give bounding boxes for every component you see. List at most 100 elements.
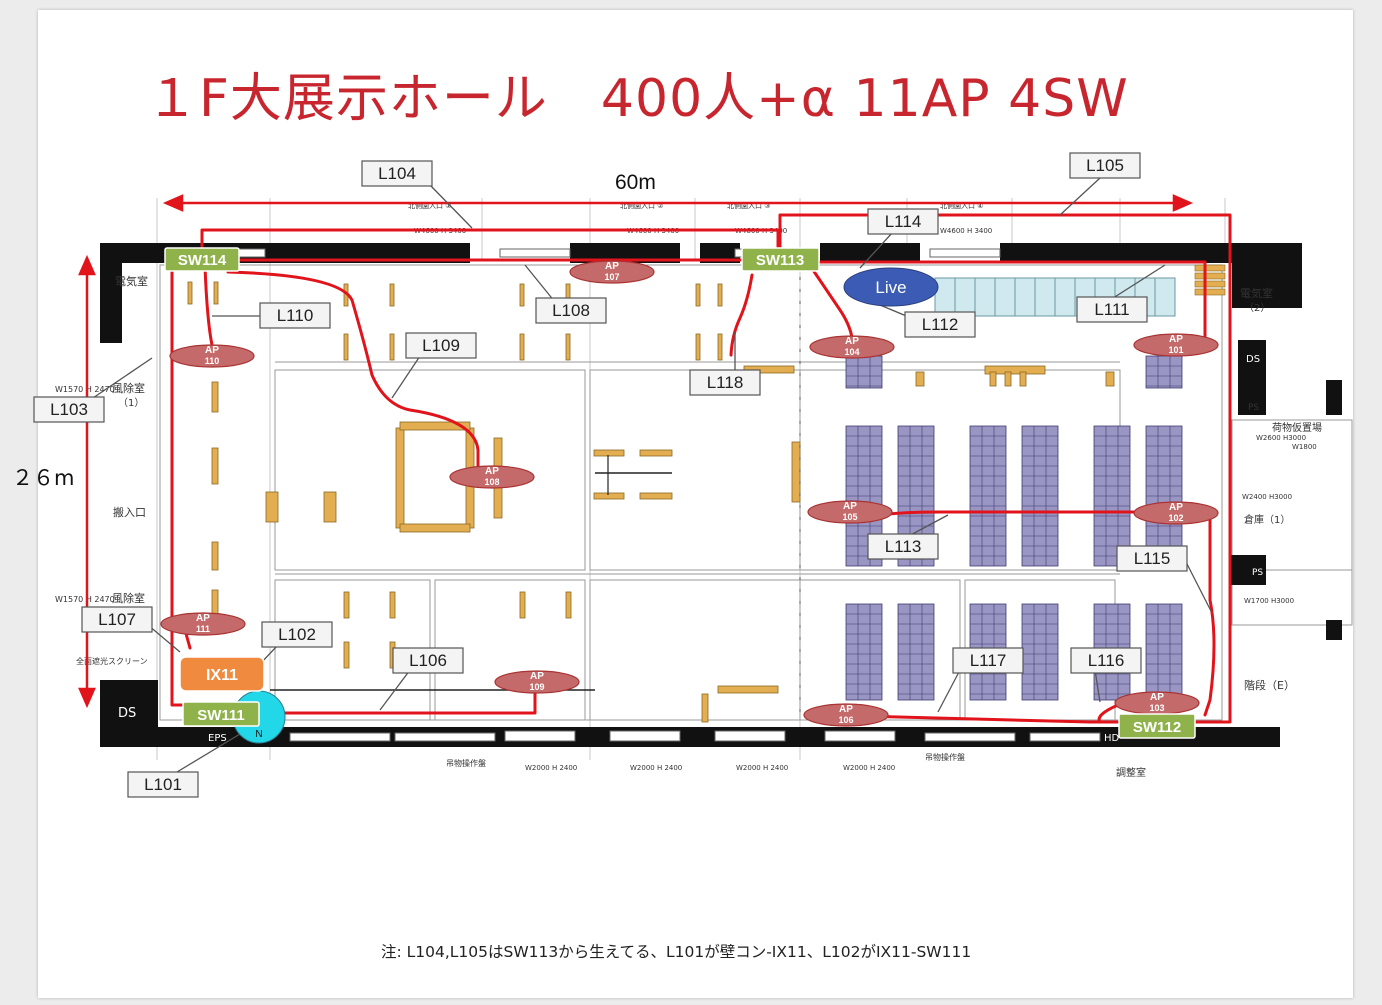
room-elec-left: 電気室 (115, 274, 148, 288)
router-ix11-label: IX11 (206, 667, 238, 684)
live-node: Live (843, 267, 939, 307)
switch-sw114-label: SW114 (178, 252, 227, 269)
cable-L106 (258, 686, 537, 715)
room-storage: 倉庫（1） (1244, 513, 1290, 526)
access-point-109-number: 109 (529, 682, 544, 692)
access-point-101-number: 101 (1168, 345, 1183, 355)
cable-L103 (170, 260, 190, 707)
door-north-2: 北側園入口 ② (620, 201, 664, 210)
door-bottom-size-4: W2000 H 2400 (843, 764, 895, 772)
room-cargo: 荷物仮置場 (1272, 421, 1322, 434)
room-ps-right2: PS (1252, 568, 1263, 578)
page-title: １F大展示ホール 400人+α 11AP 4SW (146, 69, 1129, 129)
access-point-111-number: 111 (196, 624, 210, 634)
access-point-101-label: AP (1169, 334, 1183, 345)
cable-L111 (813, 260, 1207, 340)
callout-l117-label: L117 (970, 651, 1007, 670)
switch-sw111: SW111 (182, 701, 260, 727)
callout-l108: L108 (535, 297, 607, 324)
footnote: 注: L104,L105はSW113から生えてる、L101が壁コン-IX11、L… (381, 943, 972, 961)
hanging-panel-1: 吊物操作盤 (446, 758, 486, 768)
door-bottom-size-1: W2000 H 2400 (525, 764, 577, 772)
access-point-107-label: AP (605, 261, 619, 272)
room-ds-left: DS (118, 706, 136, 721)
access-point-104-label: AP (845, 336, 859, 347)
door-north-4: 北側園入口 ④ (940, 201, 984, 210)
access-point-108-number: 108 (484, 477, 499, 487)
switch-sw112-label: SW112 (1133, 719, 1181, 736)
door-north-1: 北側園入口 ① (408, 201, 452, 210)
access-points: AP101AP102AP103AP104AP105AP106AP107AP108… (160, 260, 1219, 727)
room-entrance: 搬入口 (113, 505, 146, 519)
access-point-105-label: AP (843, 501, 857, 512)
callout-l117: L117 (952, 647, 1024, 674)
callout-l116: L116 (1070, 647, 1142, 674)
access-point-105-number: 105 (842, 512, 857, 522)
callout-l110-label: L110 (277, 306, 314, 325)
callout-l114-label: L114 (885, 212, 922, 231)
cable-L118 (729, 273, 754, 357)
callout-l101-label: L101 (144, 775, 182, 794)
access-point-103-label: AP (1150, 692, 1164, 703)
room-adjust: 調整室 (1116, 766, 1146, 779)
height-label: ２６m (12, 466, 74, 490)
room-elec-right: 電気室 (1240, 286, 1273, 300)
storage-size: W2400 H3000 (1242, 493, 1292, 501)
access-point-110-number: 110 (205, 356, 220, 366)
access-point-102-label: AP (1169, 502, 1183, 513)
callout-l108-label: L108 (552, 301, 590, 320)
access-point-108-label: AP (485, 466, 499, 477)
cable-L112 (811, 268, 854, 340)
callout-l102: L102 (261, 621, 333, 648)
callout-l112-label: L112 (922, 315, 959, 334)
switch-sw113: SW113 (741, 247, 820, 272)
callout-l113: L113 (867, 533, 939, 560)
stairs-right (1194, 264, 1226, 296)
walls (100, 243, 1342, 747)
cable-L116 (1097, 703, 1120, 724)
callout-l105: L105 (1069, 152, 1141, 179)
callout-l113-label: L113 (885, 537, 922, 556)
door-left-size1: W1570 H 2470 (55, 385, 115, 394)
callout-l111: L111 (1076, 296, 1148, 323)
room-elec-right-num: （2） (1244, 302, 1270, 314)
access-point-103-number: 103 (1149, 703, 1164, 713)
callout-l103: L103 (33, 396, 105, 423)
access-point-106-label: AP (839, 704, 853, 715)
callout-l111-label: L111 (1094, 300, 1129, 319)
callout-l104-label: L104 (378, 164, 416, 183)
callout-l112: L112 (904, 311, 976, 338)
callout-l118-label: L118 (707, 373, 744, 392)
callout-l106: L106 (392, 647, 464, 674)
callout-leaders (89, 177, 1213, 776)
callout-l116-label: L116 (1088, 651, 1125, 670)
callout-l104: L104 (361, 160, 433, 187)
access-point-104-number: 104 (844, 347, 859, 357)
callout-l109-label: L109 (422, 336, 460, 355)
callout-l115-label: L115 (1134, 549, 1171, 568)
cable-L110 (203, 264, 214, 347)
poles (270, 265, 801, 720)
room-eps: EPS (208, 733, 227, 744)
tables (187, 281, 1115, 723)
access-point-107-number: 107 (604, 272, 619, 282)
door-bottom-size-3: W2000 H 2400 (736, 764, 788, 772)
cargo-size2: W1800 (1292, 443, 1317, 451)
access-point-111-label: AP (196, 613, 210, 624)
access-point-109-label: AP (530, 671, 544, 682)
callout-l103-label: L103 (50, 400, 88, 419)
compass-label: N (255, 729, 262, 740)
callout-l101: L101 (127, 771, 199, 798)
door-top-size-4: W4600 H 3400 (940, 227, 992, 235)
access-point-106-number: 106 (838, 715, 853, 725)
room-ds-right: DS (1246, 354, 1260, 365)
